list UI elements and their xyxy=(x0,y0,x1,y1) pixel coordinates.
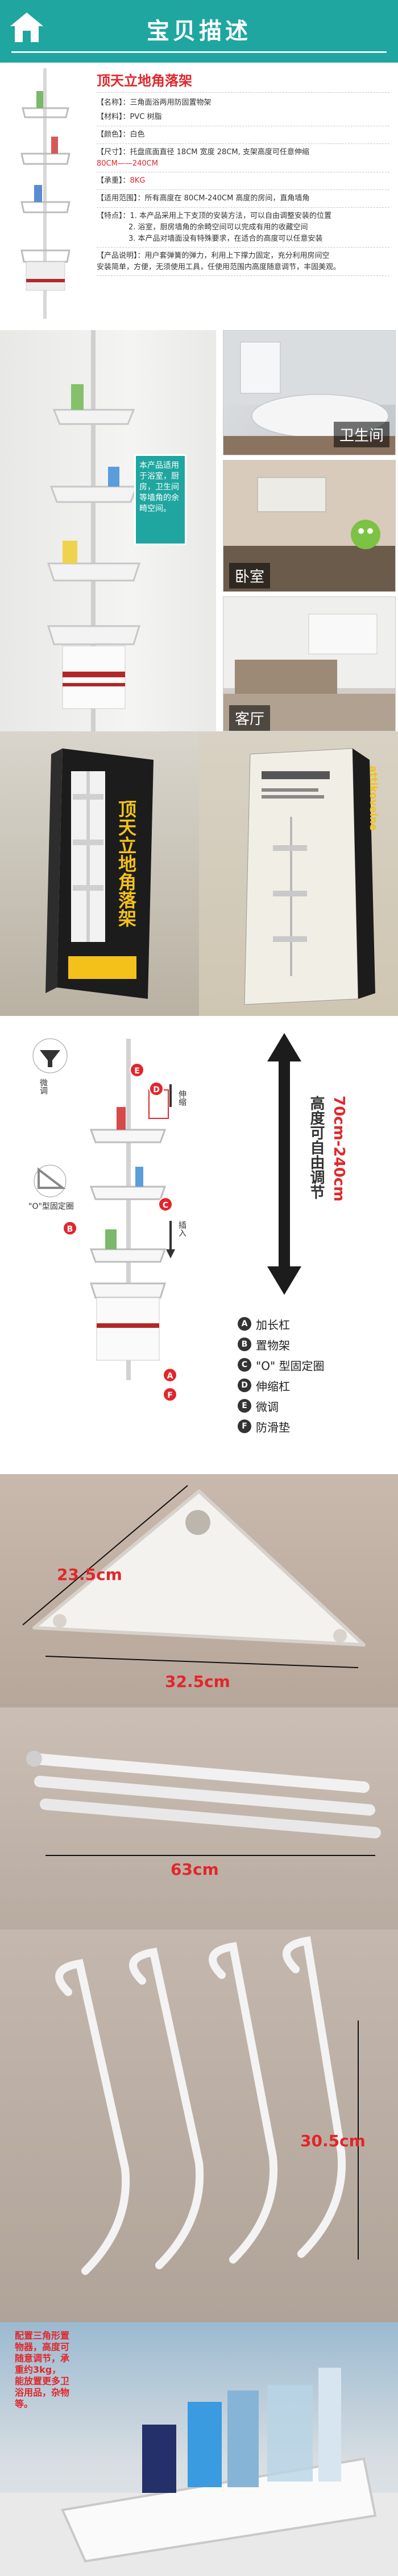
bathroom-label: 卫生间 xyxy=(333,422,389,447)
box-title-vertical: 顶天立地角落架 xyxy=(115,800,137,927)
bottom-basket-photo: 配置三角形置物器，高度可随意调节，承重约3kg，能放置更多卫浴用品，杂物等。 xyxy=(0,2322,398,2576)
spec-row: 【产品说明】：用户套弹簧的弹力，利用上下撑力固定，充分利用房间空 xyxy=(97,252,330,260)
spec-divider xyxy=(97,207,389,208)
spec-section: 顶天立地角落架 【名称】：三角面浴两用防固置物架 【材料】：PVC 树脂 【颜色… xyxy=(0,63,398,330)
description-title: 宝贝描述 xyxy=(147,18,251,44)
diagram-badge: D xyxy=(149,1081,164,1096)
bathroom-photo: 卫生间 xyxy=(223,330,396,455)
spec-divider xyxy=(97,143,389,144)
spec-divider xyxy=(97,92,389,93)
o-ring-label: "O"型固定圈 xyxy=(28,1202,74,1211)
box-front-photo: 顶天立地角落架 xyxy=(0,731,199,1016)
spec-row: 【尺寸】：托盘底面直径 18CM 宽度 28CM, 支架高度可任意伸缩 xyxy=(97,148,309,157)
rods-image xyxy=(26,1751,381,1856)
telescopic-label: 伸缩 xyxy=(177,1090,186,1106)
bottom-note: 配置三角形置物器，高度可随意调节，承重约3kg，能放置更多卫浴用品，杂物等。 xyxy=(15,2330,70,2409)
rods-dimension-photo: 63cm xyxy=(0,1707,398,1929)
box-back-image xyxy=(244,748,375,1005)
diagram-badge: E xyxy=(130,1063,144,1077)
product-title: 顶天立地角落架 xyxy=(97,73,192,89)
living-room-photo: 客厅 xyxy=(223,596,396,731)
spec-row: 【承重】：8KG xyxy=(97,176,146,185)
tray-width-label: 23.5cm xyxy=(57,1565,122,1584)
box-front-image xyxy=(45,748,154,999)
tray-length-label: 32.5cm xyxy=(165,1672,230,1691)
header-divider xyxy=(11,51,387,53)
hooks-image xyxy=(55,1936,359,2275)
legend-item: C"O" 型固定圈 xyxy=(238,1356,325,1373)
bedroom-label: 卧室 xyxy=(229,563,271,589)
height-adjustable-label: 高度可自由调节 xyxy=(308,1096,325,1199)
room-scenes-section: 卫生间 卧室 客厅 本产品适用于浴室，厨房，卫生间等墙角的余畸空间。 xyxy=(0,330,398,731)
shelf-thumbnail xyxy=(20,68,71,319)
living-room-label: 客厅 xyxy=(229,705,271,731)
parts-diagram-section: 微调 "O"型固定圈 伸缩 插入 E D C B A F 高度可自由调节 70c… xyxy=(0,1016,398,1474)
spec-row: 80CM——240CM xyxy=(97,159,158,168)
tray-dimension-photo: 23.5cm 32.5cm xyxy=(0,1474,398,1707)
box-back-photo: attikoveine xyxy=(199,731,398,1016)
spec-row: 【颜色】：白色 xyxy=(97,130,145,139)
spec-divider xyxy=(97,275,389,276)
diagram-badge: F xyxy=(163,1387,177,1402)
living-room-image xyxy=(223,597,395,731)
insert-label: 插入 xyxy=(177,1221,186,1237)
diagram-badge: C xyxy=(158,1197,173,1212)
spec-row: 【材料】：PVC 树脂 xyxy=(97,113,162,121)
hook-length-label: 30.5cm xyxy=(300,2131,366,2150)
height-arrow-icon xyxy=(267,1033,301,1295)
diagram-badge: A xyxy=(163,1368,177,1382)
usage-callout: 本产品适用于浴室，厨房，卫生间等墙角的余畸空间。 xyxy=(134,454,186,545)
spec-row: 安装简单，方便，无须使用工具，任使用范围内高度随意调节，丰固美观。 xyxy=(97,263,341,271)
box-side-text: attikoveine xyxy=(367,766,379,831)
diagram-badge: B xyxy=(63,1221,77,1236)
basket-image xyxy=(0,2368,398,2576)
spec-row: 【适用范围】：所有高度在 80CM-240CM 高度的房间，直角墙角 xyxy=(97,194,310,203)
hooks-dimension-photo: 30.5cm xyxy=(0,1929,398,2322)
bedroom-image xyxy=(223,460,395,591)
spec-row: 【特点】：1. 本产品采用上下支顶的安装方法，可以自由调整安装的位置 xyxy=(97,212,332,220)
spec-row: 【名称】：三角面浴两用防固置物架 xyxy=(97,98,212,107)
house-icon xyxy=(10,13,43,42)
rod-length-label: 63cm xyxy=(171,1860,219,1879)
fine-tune-label: 微调 xyxy=(39,1079,48,1094)
parts-diagram xyxy=(32,1038,175,1380)
spec-divider xyxy=(97,247,389,248)
corner-shelf-illustration xyxy=(47,330,141,731)
bedroom-photo: 卧室 xyxy=(223,460,396,592)
description-header: 宝贝描述 xyxy=(0,0,398,63)
packaging-section: 顶天立地角落架 attikoveine xyxy=(0,731,398,1016)
corner-tray-image xyxy=(22,1485,366,1668)
height-range-label: 70cm-240cm xyxy=(330,1096,347,1202)
spec-row: 3. 本产品对墙面没有特殊要求，在适合的高度可以任意安装 xyxy=(128,234,323,243)
spec-row: 2. 浴室，厨房墙角的余畸空间可以完成有用的收藏空间 xyxy=(128,223,308,232)
